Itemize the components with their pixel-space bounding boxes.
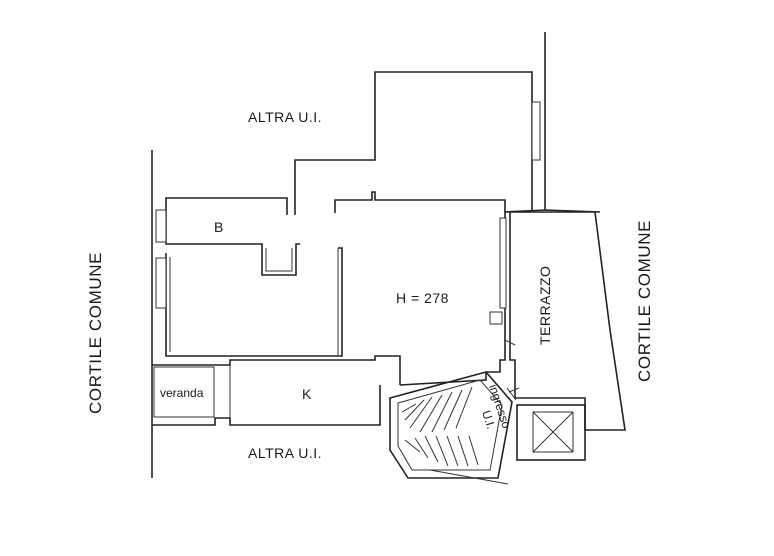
kitchen-north-wall (152, 355, 401, 385)
stair-treads (401, 386, 479, 467)
room-b-window (155, 209, 167, 243)
stair-outline (389, 371, 513, 479)
label-room-b: B (214, 219, 224, 235)
terrace-door (504, 339, 516, 346)
east-window (499, 217, 507, 309)
label-cortile-left: CORTILE COMUNE (86, 252, 105, 414)
label-terrazzo: TERRAZZO (537, 266, 553, 345)
label-veranda: veranda (160, 386, 204, 400)
entry-arrow-tip (508, 387, 520, 393)
living-north-wall (334, 191, 601, 213)
label-height: H = 278 (396, 290, 449, 306)
entry-arrow (506, 387, 517, 401)
stair-inner (397, 379, 503, 471)
pillar (489, 311, 503, 325)
veranda-box (153, 366, 215, 418)
lift-outer (516, 404, 586, 461)
label-altra-bottom: ALTRA U.I. (248, 445, 322, 461)
room-b-inner (265, 248, 293, 272)
right-window (531, 101, 541, 161)
label-altra-top: ALTRA U.I. (248, 109, 322, 125)
lift-cross-2 (532, 411, 574, 453)
middle-window (155, 257, 167, 309)
label-cortile-right: CORTILE COMUNE (635, 220, 654, 382)
label-room-k: K (302, 386, 312, 402)
stair-flight-line (429, 469, 509, 485)
living-east-wall (399, 212, 506, 386)
upper-unit-wall (294, 71, 533, 215)
terrace-outline (509, 211, 626, 431)
room-b-wall (165, 197, 300, 276)
label-ui: U.I. (479, 409, 498, 431)
room-middle-wall (165, 247, 343, 357)
lift-inner (532, 411, 574, 453)
